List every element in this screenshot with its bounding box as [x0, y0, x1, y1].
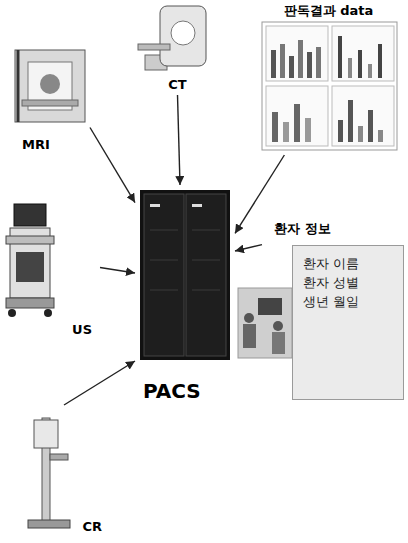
- cabinet-door: [144, 194, 184, 356]
- cr-base: [28, 520, 70, 528]
- chart-bar: [307, 52, 312, 78]
- section-heading: 환자 정보: [274, 221, 404, 237]
- vent-line: [192, 260, 220, 261]
- chart-bar: [283, 122, 289, 142]
- chart-bar: [348, 100, 353, 142]
- vent-line: [150, 260, 178, 261]
- server-cabinet: [140, 190, 230, 360]
- ct-device: CT: [135, 0, 220, 95]
- chart-bar: [368, 110, 373, 142]
- info-field: 환자 이름: [303, 254, 393, 273]
- mri-frame: [17, 50, 20, 122]
- device-label: CT: [168, 77, 186, 93]
- person-head: [244, 313, 254, 323]
- chart-bar: [338, 120, 343, 142]
- info-field: 환자 성별: [303, 273, 393, 292]
- data-flow-arrow: [64, 361, 135, 405]
- ct-gantry: [160, 6, 206, 66]
- mri-device: MRI: [10, 45, 90, 155]
- person-head: [273, 321, 283, 331]
- chart-panel: [266, 26, 328, 81]
- chart-bar: [272, 112, 278, 142]
- info-panel: 환자 이름환자 성별생년 월일: [292, 245, 404, 400]
- reading-room-photo: [238, 288, 292, 358]
- chart-bar: [358, 126, 363, 142]
- data-flow-arrow: [90, 128, 135, 203]
- us-keyboard: [6, 236, 54, 244]
- info-field: 생년 월일: [303, 292, 393, 311]
- data-flow-arrow: [100, 268, 135, 274]
- person-body: [243, 324, 256, 348]
- us-monitor: [14, 204, 46, 226]
- mri-room: [15, 50, 85, 122]
- chart-bar: [358, 50, 362, 78]
- report-sheet: [262, 22, 397, 150]
- cabinet-door: [186, 194, 226, 356]
- chart-bar: [316, 47, 321, 78]
- data-flow-arrow: [235, 245, 262, 251]
- chart-panel: [332, 86, 394, 146]
- ct-bore: [171, 21, 195, 45]
- chart-bar: [378, 130, 383, 142]
- chart-bar: [305, 118, 311, 142]
- chart-bar: [280, 44, 285, 78]
- chart-bar: [298, 40, 303, 78]
- workstation-monitor: [258, 298, 282, 315]
- cr-device: CR: [20, 405, 108, 537]
- cr-arm: [50, 454, 68, 460]
- vent-line: [192, 230, 220, 231]
- status-light: [192, 204, 202, 207]
- chart-bar: [378, 44, 382, 78]
- report-data: 판독결과 data: [255, 0, 402, 155]
- device-label: CR: [82, 519, 102, 535]
- chart-bar: [294, 104, 300, 142]
- device-label: PACS: [143, 379, 201, 403]
- chart-bar: [348, 58, 352, 78]
- us-base: [6, 298, 54, 308]
- data-flow-arrow: [178, 95, 181, 185]
- vent-line: [150, 230, 178, 231]
- chart-bar: [271, 50, 276, 78]
- chart-bar: [338, 36, 342, 78]
- us-wheel: [44, 309, 52, 317]
- person-body: [272, 332, 285, 354]
- chart-panel: [266, 86, 328, 146]
- chart-panel: [332, 26, 394, 81]
- us-device: US: [3, 195, 100, 340]
- chart-bar: [368, 64, 372, 78]
- us-wheel: [8, 309, 16, 317]
- ct-table: [138, 44, 170, 50]
- mri-table: [22, 100, 78, 106]
- mri-bore: [40, 74, 60, 94]
- device-label: 판독결과 data: [284, 3, 374, 19]
- device-label: MRI: [22, 137, 50, 153]
- pacs-server: PACS: [135, 185, 235, 405]
- us-panel: [16, 252, 44, 282]
- chart-bar: [289, 56, 294, 78]
- vent-line: [150, 290, 178, 291]
- vent-line: [192, 290, 220, 291]
- device-label: US: [72, 322, 92, 338]
- patient-info: 환자 정보환자 이름환자 성별생년 월일: [262, 215, 404, 400]
- status-light: [150, 204, 160, 207]
- cr-detector: [34, 420, 58, 448]
